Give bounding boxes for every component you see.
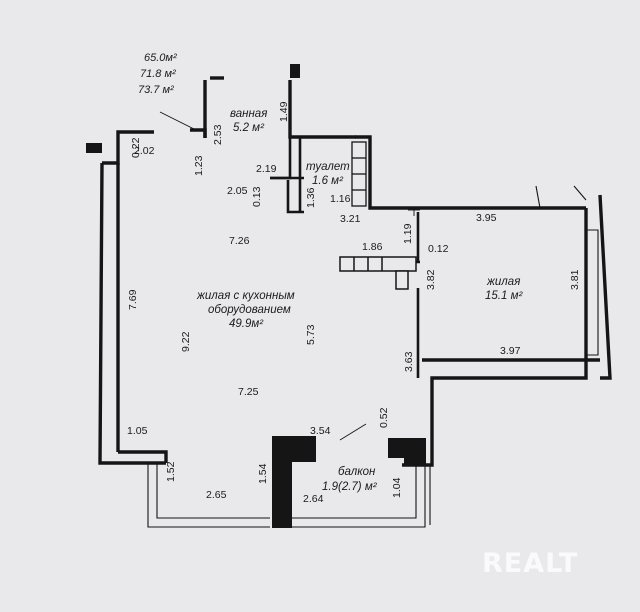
dim-5-73: 5.73 <box>305 324 317 345</box>
living-area: 71.8 м² <box>140 68 176 80</box>
realt-watermark: REALT <box>482 548 579 579</box>
dim-1-05: 1.05 <box>127 425 148 437</box>
main-room-area: 49.9м² <box>229 318 264 330</box>
dim-1-16: 1.16 <box>330 193 351 205</box>
dim-0-22: 0.22 <box>130 137 142 158</box>
dim-3-54: 3.54 <box>310 425 331 437</box>
toilet-area: 1.6 м² <box>312 175 343 187</box>
dim-1-86: 1.86 <box>362 241 383 253</box>
dim-7-69: 7.69 <box>127 289 139 310</box>
dim-3-21: 3.21 <box>340 213 361 225</box>
balcony-name: балкон <box>338 466 376 478</box>
dim-2-64: 2.64 <box>303 493 324 505</box>
dimension-leaders <box>159 111 420 441</box>
dim-3-95: 3.95 <box>476 212 497 224</box>
bathroom-area: 5.2 м² <box>233 122 264 134</box>
bedroom-name: жилая <box>487 276 521 288</box>
dim-0-12: 0.12 <box>428 243 449 255</box>
dim-3-81: 3.81 <box>569 269 581 290</box>
total-area: 65.0м² <box>144 52 177 64</box>
dim-1-54: 1.54 <box>257 463 269 484</box>
dim-2-19: 2.19 <box>256 163 277 175</box>
dim-2-65: 2.65 <box>206 489 227 501</box>
dim-7-25: 7.25 <box>238 386 259 398</box>
main-room-name-line1: жилая с кухонным <box>197 290 295 302</box>
dim-9-22: 9.22 <box>180 331 192 352</box>
toilet-fixture <box>351 141 367 207</box>
dim-3-97: 3.97 <box>500 345 521 357</box>
dim-2-05: 2.05 <box>227 185 248 197</box>
full-area: 73.7 м² <box>138 84 174 96</box>
dim-1-36: 1.36 <box>305 187 317 208</box>
dim-2-02: 2.02 <box>134 145 155 157</box>
main-room-name-line2: оборудованием <box>208 304 291 316</box>
bedroom-area: 15.1 м² <box>485 290 523 302</box>
bathroom-name: ванная <box>230 108 268 120</box>
kitchen-counter <box>339 256 417 290</box>
toilet-name: туалет <box>306 161 350 173</box>
balcony-area: 1.9(2.7) м² <box>322 481 377 493</box>
dim-1-23: 1.23 <box>193 155 205 176</box>
dim-1-19: 1.19 <box>402 223 414 244</box>
dim-1-52: 1.52 <box>165 461 177 482</box>
dim-1-04: 1.04 <box>391 477 403 498</box>
balcony-pier <box>86 64 426 528</box>
dim-3-82: 3.82 <box>425 269 437 290</box>
dim-3-63: 3.63 <box>403 351 415 372</box>
dim-7-26: 7.26 <box>229 235 250 247</box>
dim-2-53: 2.53 <box>212 124 224 145</box>
dim-1-49: 1.49 <box>278 101 290 122</box>
dim-0-52: 0.52 <box>378 407 390 428</box>
window-frames <box>147 185 599 528</box>
dim-0-13: 0.13 <box>251 186 263 207</box>
